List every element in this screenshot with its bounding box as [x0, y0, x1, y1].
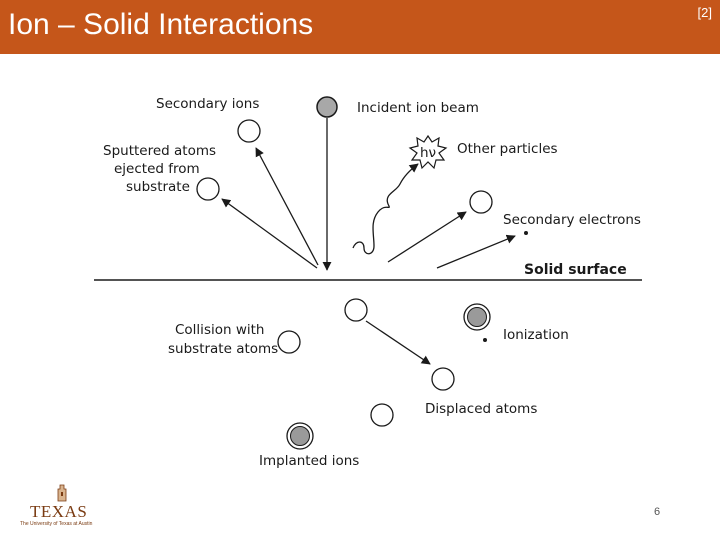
displaced-atom-2 [370, 403, 394, 427]
incident-ion [316, 96, 338, 118]
electron-dot [524, 231, 528, 235]
label-collision-1: Collision with [175, 322, 264, 338]
secondary-ion-arrow [255, 147, 319, 266]
implanted-ion-inner [290, 426, 310, 446]
sputtered-atom-arrow [221, 198, 318, 269]
label-solid-surface: Solid surface [524, 262, 627, 278]
label-collision-2: substrate atoms [168, 341, 278, 357]
secondary-electron-particle [469, 190, 493, 214]
label-secondary-electrons: Secondary electrons [503, 212, 641, 228]
photon-wave [352, 163, 419, 255]
label-sputtered-3: substrate [126, 179, 190, 195]
displaced-atom-1 [431, 367, 455, 391]
logo-subtitle: The University of Texas at Austin [20, 521, 93, 527]
ionized-atom-inner [467, 307, 487, 327]
hv-label: hν [420, 145, 436, 161]
tower-icon [57, 484, 67, 502]
photon-burst [408, 134, 448, 170]
label-secondary-ions: Secondary ions [156, 96, 259, 112]
reference-marker: [2] [697, 5, 712, 20]
secondary-ion [237, 119, 261, 143]
displacement-arrow [365, 320, 431, 365]
collision-atom-1 [344, 298, 368, 322]
ionization-dot [483, 338, 487, 342]
page-number: 6 [654, 506, 661, 518]
logo-wordmark: TEXAS [30, 502, 88, 521]
label-ionization: Ionization [503, 327, 569, 343]
slide-title: Ion – Solid Interactions [8, 8, 314, 41]
secondary-electron-arrow-2 [436, 234, 516, 269]
secondary-electron-arrow-1 [387, 211, 467, 263]
label-implanted-ions: Implanted ions [259, 453, 359, 469]
sputtered-atom [196, 177, 220, 201]
label-incident-ion-beam: Incident ion beam [357, 100, 479, 116]
label-sputtered-2: ejected from [114, 161, 200, 177]
label-displaced-atoms: Displaced atoms [425, 401, 537, 417]
label-other-particles: Other particles [457, 141, 558, 157]
collision-atom-2 [277, 330, 301, 354]
title-bar: Ion – Solid Interactions [2] [0, 0, 720, 54]
university-logo: TEXAS The University of Texas at Austin [18, 484, 108, 530]
label-sputtered-1: Sputtered atoms [103, 143, 216, 159]
